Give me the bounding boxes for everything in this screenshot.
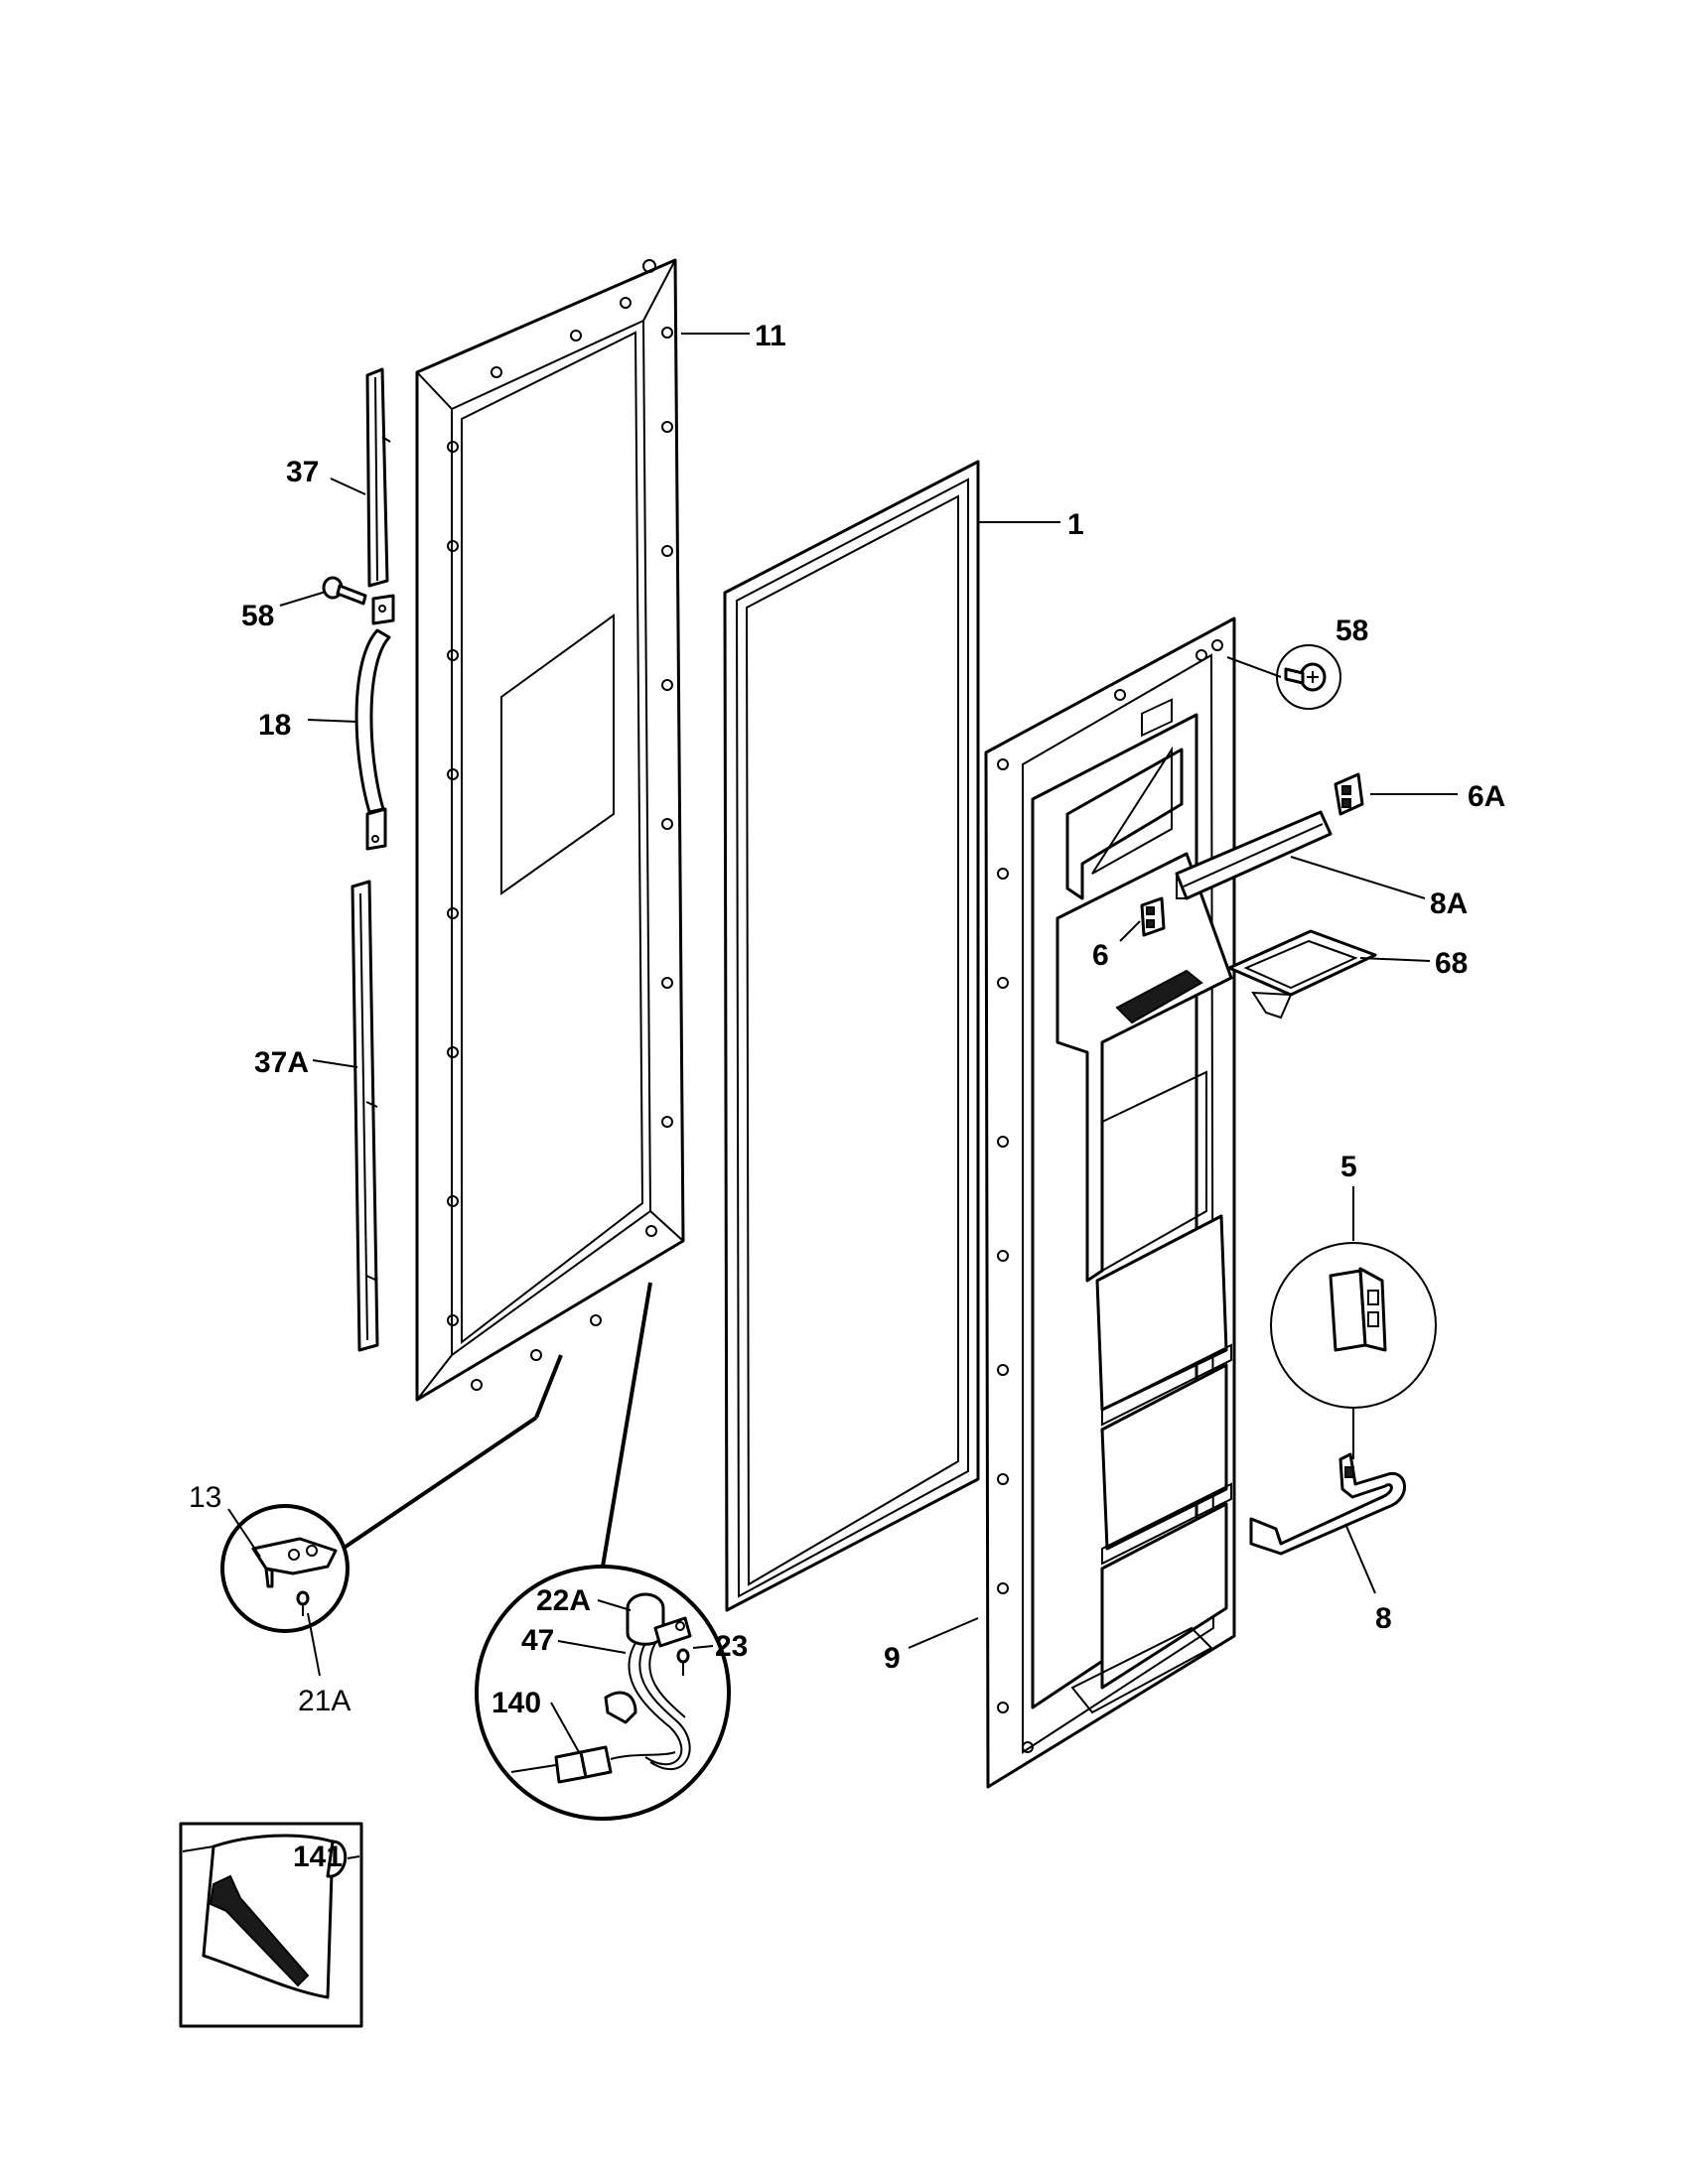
bracket-8 [1249,1452,1406,1556]
clip-6a [1334,772,1364,816]
label-1: 1 [1067,508,1084,541]
inner-door-liner [984,616,1236,1789]
screw-58-left [322,576,367,606]
label-37: 37 [286,456,319,488]
label-141: 141 [293,1841,343,1873]
label-18: 18 [258,709,291,742]
screw-holes-left-panel [447,297,673,1391]
label-47: 47 [521,1624,554,1657]
clip-6 [1140,896,1166,937]
door-gasket [723,460,980,1612]
callout-5 [1270,1242,1437,1459]
label-68: 68 [1435,947,1468,980]
label-21a: 21A [298,1685,351,1717]
label-140: 140 [492,1687,541,1719]
label-8: 8 [1375,1602,1392,1635]
inset-141 [179,1822,363,2028]
label-11: 11 [755,320,786,352]
callout-hinge-13 [220,1354,563,1633]
label-5: 5 [1340,1151,1357,1183]
callout-switch [475,1282,731,1821]
label-6a: 6A [1468,780,1505,813]
label-13: 13 [189,1481,221,1514]
label-6: 6 [1092,939,1109,972]
label-23: 23 [715,1630,748,1663]
label-22a: 22A [536,1584,591,1617]
screw-holes-liner [997,639,1223,1753]
screw-58-callout [1276,644,1341,710]
label-8a: 8A [1430,887,1468,920]
label-9: 9 [884,1642,901,1675]
long-trim-strip [351,880,379,1352]
rail-8a [1175,810,1333,900]
label-37a: 37A [254,1046,309,1079]
upper-trim-strip [365,367,391,588]
label-58-left: 58 [241,600,274,632]
cover-68 [1227,929,1377,1020]
leader-lines [227,333,1458,1753]
outer-door-panel [415,258,685,1402]
door-handle [354,594,395,851]
label-58-right: 58 [1336,614,1368,647]
